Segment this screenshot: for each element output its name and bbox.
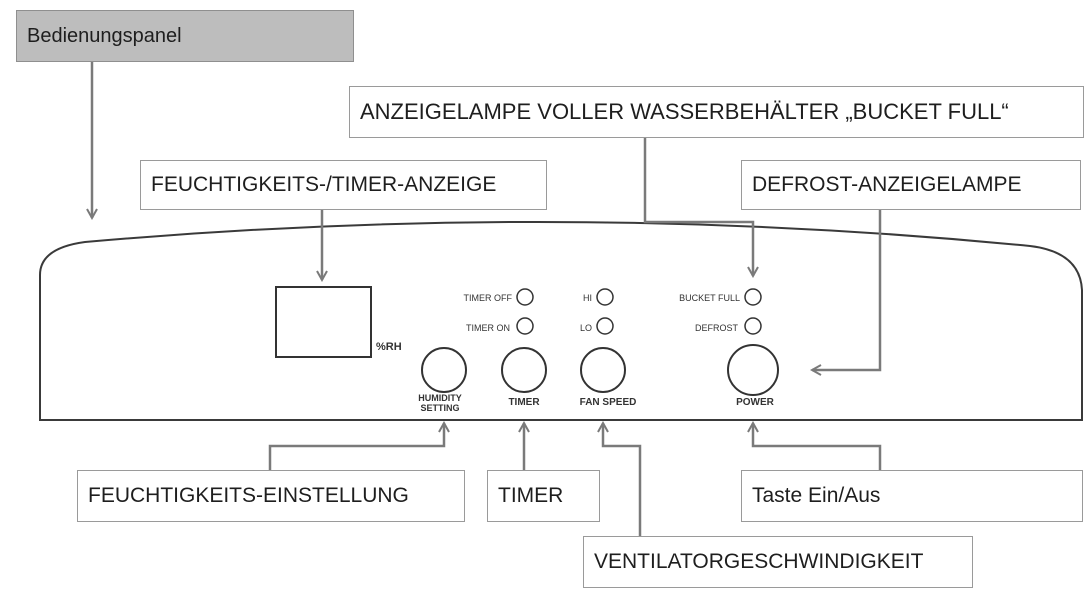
title-label: Bedienungspanel xyxy=(16,10,354,62)
callout-timer: TIMER xyxy=(487,470,600,522)
indicator-label-lo: LO xyxy=(580,323,592,333)
timer-button[interactable] xyxy=(501,347,547,393)
callout-power-button: Taste Ein/Aus xyxy=(741,470,1083,522)
arrow-bucket-full xyxy=(643,138,753,276)
defrost-indicator xyxy=(744,317,762,335)
fan-lo-indicator xyxy=(596,317,614,335)
indicator-label-hi: HI xyxy=(583,293,592,303)
indicator-label-defrost: DEFROST xyxy=(695,323,739,333)
fan-speed-button-label: FAN SPEED xyxy=(580,397,637,408)
display-unit-label: %RH xyxy=(376,341,402,353)
fan-speed-button[interactable] xyxy=(580,347,626,393)
arrow-defrost xyxy=(812,210,882,370)
callout-defrost-lamp: DEFROST-ANZEIGELAMPE xyxy=(741,160,1081,210)
humidity-button-label-line2: SETTING xyxy=(420,403,459,413)
humidity-button-label-line1: HUMIDITY xyxy=(418,393,462,403)
bucket-full-indicator xyxy=(744,288,762,306)
callout-humidity-setting: FEUCHTIGKEITS-EINSTELLUNG xyxy=(77,470,465,522)
timer-button-label: TIMER xyxy=(508,397,540,408)
power-button[interactable] xyxy=(727,344,779,396)
power-button-label: POWER xyxy=(736,397,775,408)
callout-humidity-timer-display: FEUCHTIGKEITS-/TIMER-ANZEIGE xyxy=(140,160,547,210)
humidity-display-window xyxy=(275,286,372,358)
arrow-fan-speed xyxy=(603,423,642,536)
indicator-label-bucket-full: BUCKET FULL xyxy=(679,293,740,303)
arrow-humidity-setting xyxy=(268,423,444,470)
timer-on-indicator xyxy=(516,317,534,335)
control-panel-outline xyxy=(39,220,1083,421)
indicator-label-timer-off: TIMER OFF xyxy=(464,293,513,303)
indicator-label-timer-on: TIMER ON xyxy=(466,323,510,333)
humidity-setting-button[interactable] xyxy=(421,347,467,393)
callout-bucket-full-lamp: ANZEIGELAMPE VOLLER WASSERBEHÄLTER „BUCK… xyxy=(349,86,1084,138)
callout-fan-speed: VENTILATORGESCHWINDIGKEIT xyxy=(583,536,973,588)
timer-off-indicator xyxy=(516,288,534,306)
fan-hi-indicator xyxy=(596,288,614,306)
arrow-power xyxy=(753,423,882,470)
